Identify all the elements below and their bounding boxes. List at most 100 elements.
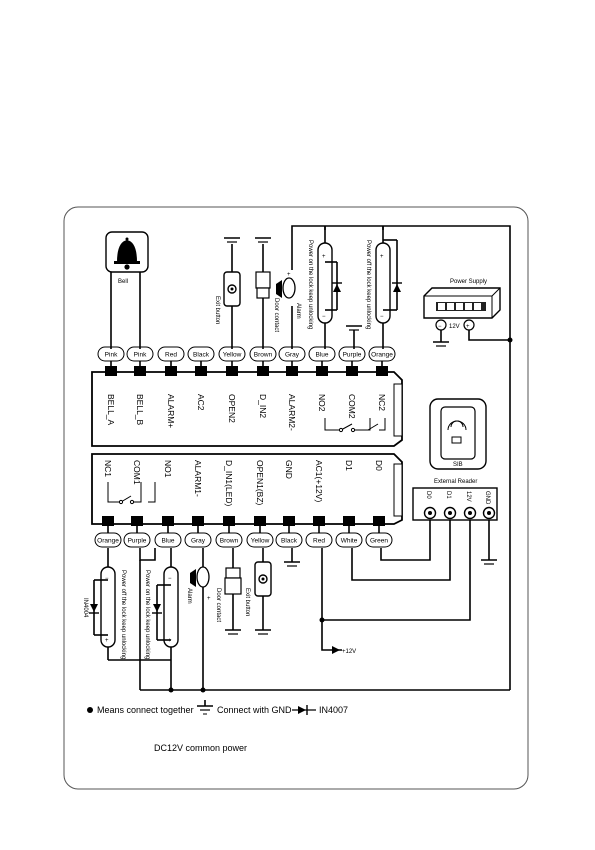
- bell-device: [105, 231, 149, 273]
- top-pill-8: Purple: [338, 346, 366, 362]
- bottom-terminal-name-4: D_IN1(LED): [224, 460, 234, 506]
- bottom-terminal-name-1: COM1: [132, 460, 142, 485]
- top-pill-1: Pink: [126, 346, 154, 362]
- terminal-screw-top: [376, 366, 388, 376]
- top-pill-3-text: Black: [193, 352, 210, 359]
- svg-text:−: −: [380, 314, 384, 320]
- relay1-switch-symbol: [107, 482, 156, 505]
- bottom-pill-6-text: Black: [281, 538, 298, 545]
- lock-top-left-label: Power on the lock keep unlocking: [307, 240, 313, 329]
- top-terminal-name-4: OPEN2: [227, 394, 237, 423]
- exit-button-bottom: [254, 548, 272, 635]
- top-pill-3: Black: [187, 346, 215, 362]
- legend-diode-text: IN4007: [319, 705, 348, 715]
- terminal-screw-top: [165, 366, 177, 376]
- exit-button-top: [223, 237, 241, 349]
- bottom-pill-4: Brown: [215, 532, 243, 548]
- top-pill-5: Brown: [249, 346, 277, 362]
- terminal-screw-bottom: [254, 516, 266, 526]
- bottom-pill-7-text: Red: [313, 538, 325, 545]
- power-supply-title: Power Supply: [450, 279, 487, 285]
- bottom-terminal-name-2: NO1: [163, 460, 173, 478]
- bottom-pill-4-text: Brown: [220, 538, 239, 545]
- bottom-terminal-name-5: OPEN1(BZ): [255, 460, 265, 506]
- terminal-screw-bottom: [131, 516, 143, 526]
- top-terminal-name-2: ALARM+: [166, 394, 176, 428]
- psu-minus: −: [438, 324, 442, 330]
- top-terminal-name-9: NC2: [377, 394, 387, 411]
- legend-gnd-icon: [197, 700, 213, 715]
- bottom-pill-2: Blue: [154, 532, 182, 548]
- lock-top-right-label: Power off the lock keep unlocking: [365, 240, 371, 329]
- terminal-screw-bottom: [192, 516, 204, 526]
- svg-text:+: +: [168, 638, 172, 644]
- lock-bottom-right: − +: [152, 548, 179, 690]
- bottom-pill-0: Orange: [94, 532, 122, 548]
- controller-board: [91, 371, 403, 525]
- bell-label: Bell: [118, 279, 128, 285]
- reader-pin-screw-center: [487, 511, 491, 515]
- bottom-pill-1-text: Purple: [128, 538, 147, 545]
- top-pill-2-text: Red: [165, 352, 177, 359]
- terminal-screw-bottom: [162, 516, 174, 526]
- external-reader-label: External Reader: [434, 479, 477, 485]
- diode-bottom-label: IN4004: [82, 598, 88, 618]
- door-contact-bottom: [224, 548, 242, 635]
- reader-pin-label-3: GND: [484, 491, 490, 505]
- footer-note: DC12V common power: [154, 743, 247, 753]
- door-contact-top-label: Door contact: [273, 298, 279, 332]
- diagram-frame: [63, 206, 529, 790]
- bottom-terminal-name-7: AC1(+12V): [314, 460, 324, 502]
- svg-text:+: +: [207, 596, 211, 602]
- reader-pin-label-1: D1: [445, 491, 451, 499]
- top-pill-8-text: Purple: [343, 352, 362, 359]
- legend-dot-text: Means connect together: [97, 705, 194, 715]
- bottom-pill-6: Black: [275, 532, 303, 548]
- reader-pin-screw-center: [448, 511, 452, 515]
- top-pill-0-text: Pink: [105, 352, 118, 359]
- top-pill-5-text: Brown: [254, 352, 273, 359]
- bottom-pill-9-text: Green: [370, 538, 388, 545]
- bottom-pill-8-text: White: [341, 538, 358, 545]
- top-terminal-name-6: ALARM2-: [287, 394, 297, 431]
- alarm-bottom-label: Alarm: [186, 588, 192, 604]
- reader-pin-screw-center: [468, 511, 472, 515]
- top-terminal-name-8: COM2: [347, 394, 357, 419]
- terminal-screw-top: [346, 366, 358, 376]
- reader-pin-label-2: 12V: [465, 491, 471, 502]
- top-pill-2: Red: [157, 346, 185, 362]
- bottom-terminal-name-8: D1: [344, 460, 354, 471]
- svg-text:+: +: [287, 272, 291, 278]
- top-terminal-name-7: NO2: [317, 394, 327, 412]
- terminal-screw-top: [286, 366, 298, 376]
- bottom-pill-3-text: Gray: [191, 538, 206, 545]
- legend-dot-icon: [87, 707, 93, 713]
- top-pill-6: Gray: [278, 346, 306, 362]
- psu-plus: +: [466, 324, 470, 330]
- svg-text:−: −: [105, 576, 109, 582]
- top-pill-9-text: Orange: [371, 352, 393, 359]
- top-terminal-name-1: BELL_B: [135, 394, 145, 426]
- door-contact-bottom-label: Door contact: [215, 588, 221, 622]
- terminal-screw-bottom: [283, 516, 295, 526]
- legend-diode-icon: [292, 705, 316, 715]
- exit-button-bottom-label: Exit button: [244, 588, 250, 616]
- bottom-terminal-screws: [102, 516, 385, 533]
- lock-bottom-right-label: Power on the lock keep unlocking: [144, 570, 150, 659]
- terminal-screw-top: [257, 366, 269, 376]
- lock-top-left: + −: [317, 226, 342, 349]
- bottom-terminal-name-0: NC1: [103, 460, 113, 477]
- legend-gnd-text: Connect with GND: [217, 705, 292, 715]
- exit-button-top-label: Exit button: [214, 296, 220, 324]
- terminal-screw-bottom: [223, 516, 235, 526]
- terminal-screw-top: [226, 366, 238, 376]
- svg-text:−: −: [168, 576, 172, 582]
- top-pill-7: Blue: [308, 346, 336, 362]
- plus-12v-label: +12V: [342, 649, 356, 655]
- external-reader-device: [429, 398, 487, 470]
- top-pill-4-text: Yellow: [223, 352, 242, 359]
